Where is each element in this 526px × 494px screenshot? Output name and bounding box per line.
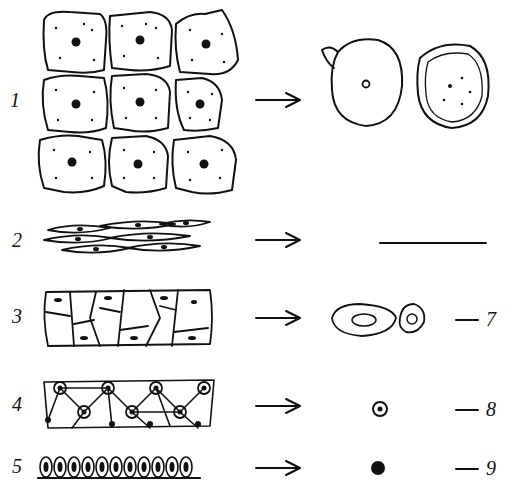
callout-number: 5 xyxy=(12,456,22,476)
callout-number: 8 xyxy=(486,399,496,419)
callout-number: 2 xyxy=(12,230,22,250)
callout-number: 4 xyxy=(12,394,22,414)
spindle-cells xyxy=(44,220,486,252)
callout-number: 1 xyxy=(10,90,20,110)
transform-arrows xyxy=(256,93,300,475)
polygonal-cells xyxy=(39,10,238,194)
callout-number: 7 xyxy=(486,309,496,329)
callout-number: 9 xyxy=(486,458,496,478)
lattice-cells xyxy=(44,380,478,428)
isolated-cells xyxy=(322,39,489,128)
irregular-cells xyxy=(44,290,478,346)
callout-number: 3 xyxy=(12,306,22,326)
oval-cells xyxy=(38,457,478,478)
